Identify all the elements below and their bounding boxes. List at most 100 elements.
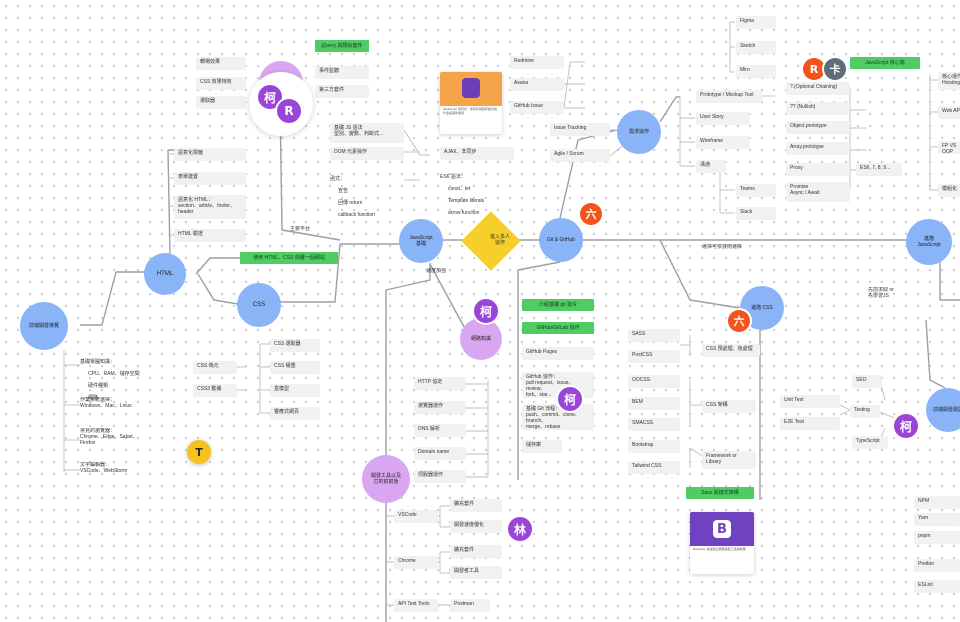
functions-block[interactable]: 函式： 宣告 回傳 return callback function	[330, 170, 404, 230]
avatar-ke-test[interactable]: 柯	[894, 414, 918, 438]
css-top-item[interactable]: 選取器	[196, 96, 246, 109]
node-testing[interactable]: 前端開發測試	[926, 388, 960, 432]
sass-label[interactable]: Sass 與樣式架構	[686, 487, 754, 499]
jquery-item[interactable]: 第三方套件	[315, 85, 369, 98]
pm-item[interactable]: Asana	[510, 78, 564, 91]
article-card-js[interactable]: JavaScript 非同步、非同步與回呼函式與什麼是事件循環	[440, 72, 502, 134]
node-adv-js[interactable]: 進階 JavaScript	[906, 219, 952, 265]
right-edge-item[interactable]: FP VS OOP	[938, 141, 960, 154]
avatar-t[interactable]: T	[187, 440, 211, 464]
right-edge-item[interactable]: Web API	[938, 106, 960, 119]
node-git[interactable]: Git & GitHub	[539, 218, 583, 262]
css-method[interactable]: OOCSS	[628, 375, 680, 388]
postman[interactable]: Postman	[450, 599, 490, 612]
node-js-basics[interactable]: JavaScript 基礎	[399, 219, 443, 263]
js-syntax[interactable]: 基礎 JS 語法 型別、變數、判斷式...	[330, 123, 404, 143]
framework-item[interactable]: Bootstrap	[628, 440, 680, 453]
git-green[interactable]: 介紹基礎 git 指令	[522, 299, 594, 311]
req-item[interactable]: 溝通	[696, 160, 726, 173]
pkg-item[interactable]: ESLint	[914, 580, 960, 593]
html-item[interactable]: 語意化標籤	[174, 148, 246, 161]
git-item[interactable]: 儲存庫	[522, 440, 562, 453]
network-item[interactable]: Domain name	[414, 447, 466, 460]
design-tool[interactable]: Figma	[736, 16, 776, 29]
css-preprocessors[interactable]: CSS 預處理、後處理	[702, 344, 760, 357]
avatar-lin[interactable]: 林	[508, 517, 532, 541]
css-top-item[interactable]: 轉場效果	[196, 57, 246, 70]
css-practice-label[interactable]: 使用 HTML、CSS 刻畫一個網站	[240, 252, 338, 264]
pkg-item[interactable]: pnpm	[914, 531, 960, 544]
avatar-ke-net[interactable]: 柯	[474, 299, 498, 323]
html-item[interactable]: 表單建置	[174, 172, 246, 185]
jquery-label[interactable]: jQuery 與類似套件	[315, 40, 369, 52]
dom-ops[interactable]: DOM 元素操作	[330, 147, 404, 160]
avatar-ke-git[interactable]: 柯	[558, 387, 582, 411]
git-green[interactable]: GitHub/GitLab 協作	[522, 322, 594, 334]
api-tools[interactable]: API Test Tools	[394, 599, 438, 612]
node-frontend-intro[interactable]: 前端開發導覽	[20, 302, 68, 350]
network-item[interactable]: 瀏覽器運作	[414, 401, 466, 414]
adv-js-item[interactable]: Promise Async / Await	[786, 182, 850, 202]
node-dev-tools[interactable]: 開發工具以及 它的前前後	[362, 455, 410, 503]
css-top-item[interactable]: CSS 效果特效	[196, 77, 246, 90]
pkg-item[interactable]: Prettier	[914, 559, 960, 572]
node-css[interactable]: CSS	[237, 283, 281, 327]
node-browser-concepts[interactable]: 網路知識	[460, 318, 502, 360]
adv-css-item[interactable]: PostCSS	[628, 350, 680, 363]
seo-item[interactable]: SEO	[852, 375, 882, 388]
e2e-test[interactable]: E2E Test	[780, 417, 840, 430]
typescript-item[interactable]: TypeScript	[852, 436, 888, 449]
issue-tracking[interactable]: Issue Tracking	[550, 123, 610, 136]
framework-library[interactable]: Framework or Library	[702, 451, 756, 469]
vscode[interactable]: VSCode	[394, 510, 438, 523]
node-requirements[interactable]: 需求協作	[617, 110, 661, 154]
pm-item[interactable]: Redmine	[510, 56, 564, 69]
chrome-item[interactable]: 開發者工具	[450, 566, 502, 579]
adv-js-item[interactable]: ?.(Optional Chaining)	[786, 82, 850, 95]
pkg-item[interactable]: Yarn	[914, 513, 960, 526]
avatar-r[interactable]: R	[277, 99, 301, 123]
adv-js-item[interactable]: Proxy	[786, 163, 850, 176]
adv-js-item[interactable]: Object.prototype	[786, 121, 850, 134]
vscode-item[interactable]: 開發速度優化	[450, 520, 502, 533]
css-right-item[interactable]: 響應式網頁	[270, 407, 320, 420]
avatar-r-orange[interactable]: R	[803, 58, 825, 80]
avatar-liu-css[interactable]: 六	[728, 310, 750, 332]
css-left-item[interactable]: CSS 偽元	[193, 361, 237, 374]
css-right-item[interactable]: 盒模型	[270, 384, 320, 397]
css-method[interactable]: SMACSS	[628, 418, 680, 431]
adv-js-item[interactable]: ?? (Nullish)	[786, 102, 850, 115]
html-item[interactable]: 語意化 HTML： section、article、footer、 header	[174, 195, 246, 219]
css-left-item[interactable]: CSS3 動畫	[193, 384, 237, 397]
framework-item[interactable]: Tailwind CSS	[628, 461, 680, 474]
req-item[interactable]: User Story	[696, 112, 750, 125]
network-item[interactable]: 伺服器運作	[414, 470, 466, 483]
css-architecture[interactable]: CSS 架構	[702, 400, 756, 413]
comms-item[interactable]: Slack	[736, 207, 776, 220]
avatar-liu[interactable]: 六	[580, 203, 602, 225]
node-html[interactable]: HTML	[144, 253, 186, 295]
es6-block[interactable]: ES6 語法： const、let Template literals arro…	[440, 168, 514, 228]
chrome-item[interactable]: 擴充套件	[450, 545, 502, 558]
req-item[interactable]: Wireframe	[696, 136, 750, 149]
pkg-item[interactable]: NPM	[914, 496, 960, 509]
network-item[interactable]: DNS 解析	[414, 424, 466, 437]
testing-item[interactable]: Testing	[850, 405, 880, 418]
prototype-tool[interactable]: Prototype / Mockup Tool	[696, 90, 762, 103]
git-item[interactable]: GitHub Pages	[522, 347, 594, 360]
js-core-label[interactable]: JavaScript 核心篇	[850, 57, 920, 69]
css-right-item[interactable]: CSS 選取器	[270, 339, 320, 352]
git-item[interactable]: 基礎 Git 流程： push、commit、clone、branch、 mer…	[522, 404, 594, 430]
design-tool[interactable]: Sketch	[736, 41, 776, 54]
comms-item[interactable]: Teams	[736, 184, 776, 197]
chrome[interactable]: Chrome	[394, 556, 438, 569]
adv-js-item[interactable]: Array.prototype	[786, 142, 850, 155]
css-right-item[interactable]: CSS 權重	[270, 361, 320, 374]
right-edge-item[interactable]: 模組化	[938, 184, 960, 197]
ajax[interactable]: AJAX、非同步	[440, 147, 514, 160]
html-item[interactable]: HTML 驗證	[174, 229, 246, 242]
es-versions[interactable]: ES6, 7, 8, 9...	[856, 163, 902, 176]
adv-css-item[interactable]: SASS	[628, 329, 680, 342]
agile-scrum[interactable]: Agile / Scrum	[550, 149, 610, 162]
unit-test[interactable]: Unit Test	[780, 395, 840, 408]
